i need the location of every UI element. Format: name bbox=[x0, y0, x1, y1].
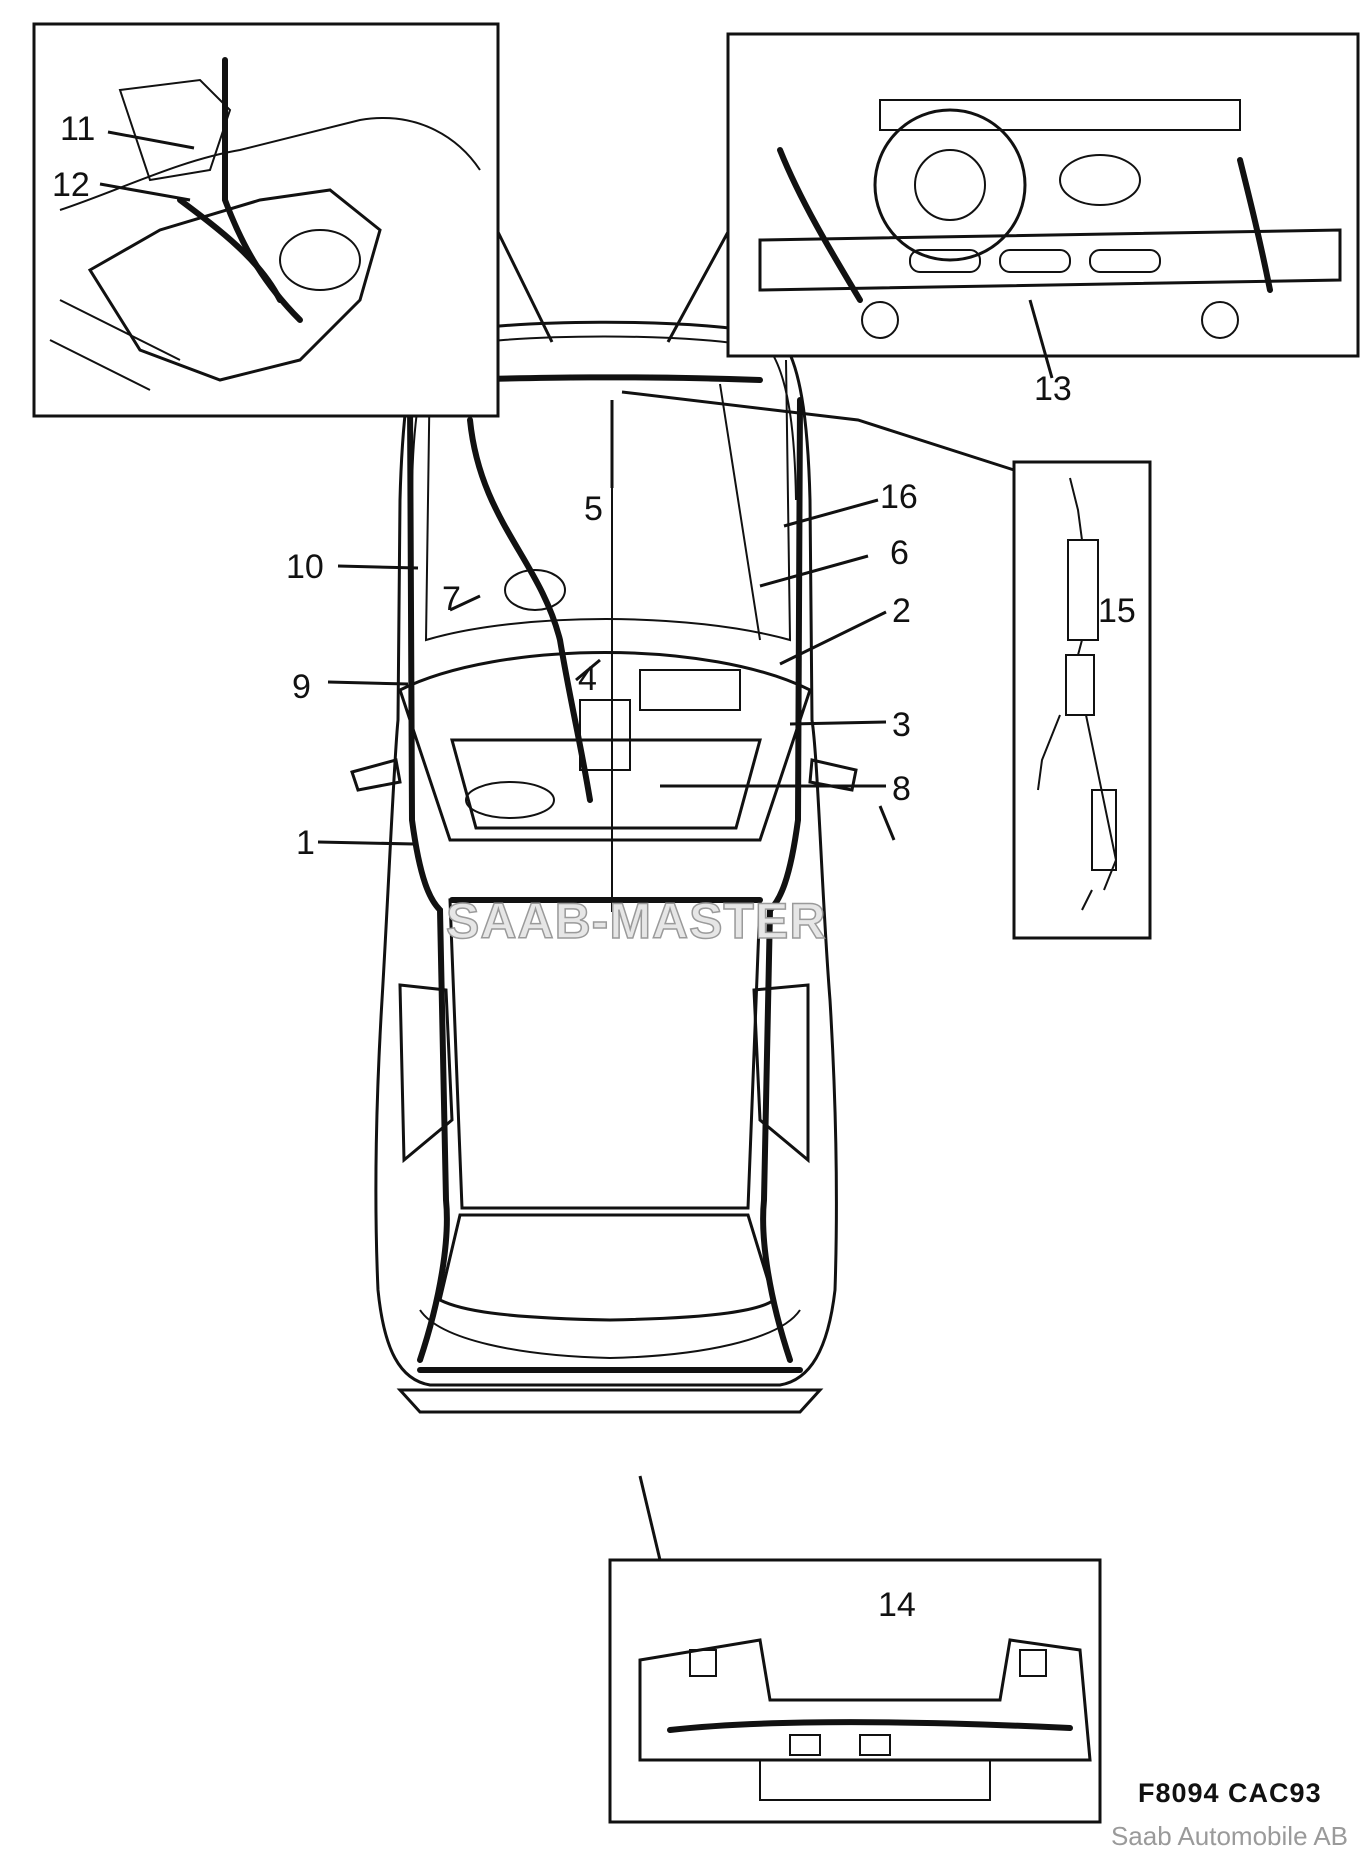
callout-3: 3 bbox=[892, 706, 911, 744]
callout-4: 4 bbox=[578, 660, 597, 698]
car-body bbox=[350, 320, 858, 1414]
callout-6: 6 bbox=[890, 534, 909, 572]
callout-8: 8 bbox=[892, 770, 911, 808]
drawing-code: F8094 CAC93 bbox=[1138, 1778, 1322, 1808]
wiring-harness bbox=[407, 374, 803, 1373]
inset-connectors bbox=[496, 231, 1015, 1561]
inset-rear bbox=[608, 1558, 1102, 1824]
watermark: SAAB-MASTER bbox=[446, 893, 826, 949]
callout-11: 11 bbox=[60, 110, 95, 148]
callout-15: 15 bbox=[1098, 592, 1136, 630]
callout-7: 7 bbox=[442, 580, 461, 618]
callout-numbers: 11 12 13 5 16 6 10 15 7 2 9 4 3 8 1 14 bbox=[52, 110, 1136, 1624]
callout-14: 14 bbox=[878, 1586, 916, 1624]
inset-engine-right bbox=[726, 32, 1360, 358]
inset-cable bbox=[1012, 460, 1152, 940]
callout-13: 13 bbox=[1034, 370, 1072, 408]
callout-10: 10 bbox=[286, 548, 324, 586]
inset-engine-left bbox=[32, 22, 500, 418]
callout-12: 12 bbox=[52, 166, 90, 204]
callout-9: 9 bbox=[292, 668, 311, 706]
credit-text: Saab Automobile AB bbox=[1110, 1821, 1348, 1851]
callout-16: 16 bbox=[880, 478, 918, 516]
callout-5: 5 bbox=[584, 490, 603, 528]
callout-leaders bbox=[99, 130, 1054, 846]
callout-1: 1 bbox=[296, 824, 315, 862]
callout-2: 2 bbox=[892, 592, 911, 630]
